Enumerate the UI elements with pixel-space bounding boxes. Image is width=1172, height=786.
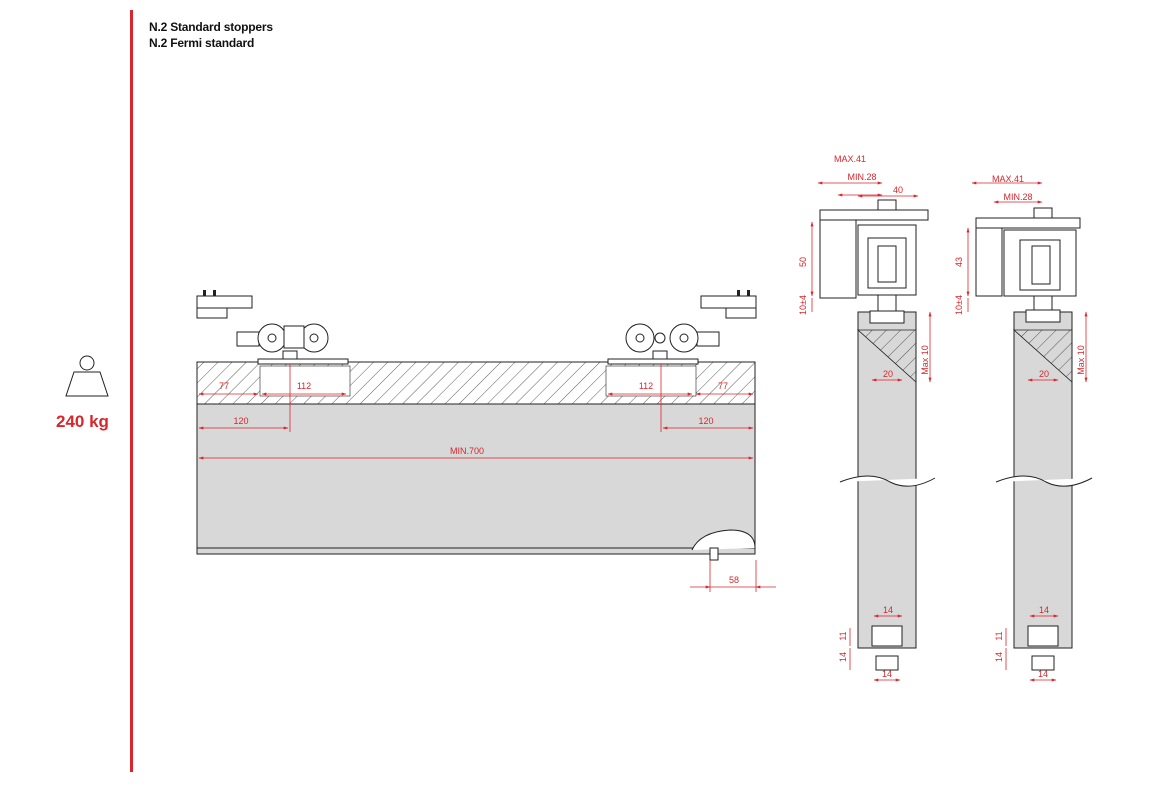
title-english: N.2 Standard stoppers [149, 20, 273, 34]
floor-guide [691, 529, 756, 551]
dim-left-edge: 77 [219, 381, 229, 391]
weight-capacity-label: 240 kg [56, 412, 109, 431]
dim-width-1: 40 [893, 185, 903, 195]
dim-groove-1: 20 [883, 369, 893, 379]
dim-left-offset: 120 [233, 416, 248, 426]
dim-bottom-base-2: 14 [1038, 669, 1048, 679]
dim-bottom-14-2: 14 [994, 652, 1004, 662]
weight-icon [65, 355, 109, 397]
dim-adjust-1: 10±4 [798, 295, 808, 315]
dim-max-1: MAX.41 [834, 154, 866, 164]
red-divider-line [130, 10, 133, 772]
dim-bottom-top-1: 14 [883, 605, 893, 615]
left-trolley [236, 323, 349, 365]
dim-guide: 58 [729, 575, 739, 585]
dim-bottom-11-2: 11 [994, 631, 1004, 640]
dim-max-depth-2: Max 10 [1076, 345, 1086, 375]
title-italian: N.2 Fermi standard [149, 36, 255, 50]
right-trolley [607, 323, 720, 365]
dim-height-2: 43 [954, 257, 964, 267]
dim-bottom-11-1: 11 [838, 631, 848, 640]
right-stopper [700, 290, 757, 319]
dim-bottom-base-1: 14 [882, 669, 892, 679]
dim-left-trolley: 112 [297, 381, 311, 391]
dim-adjust-2: 10±4 [954, 295, 964, 315]
dim-min-2: MIN.28 [1003, 192, 1032, 202]
dim-min-1: MIN.28 [847, 172, 876, 182]
side-view-2: MAX.41 MIN.28 43 10±4 Max 10 20 14 11 14… [954, 174, 1093, 682]
left-stopper [196, 290, 253, 319]
dim-right-trolley: 112 [639, 381, 653, 391]
dim-right-edge: 77 [718, 381, 728, 391]
dim-door-min: MIN.700 [450, 446, 484, 456]
dim-height-1: 50 [798, 257, 808, 267]
dim-right-offset: 120 [698, 416, 713, 426]
dim-bottom-top-2: 14 [1039, 605, 1049, 615]
side-view-1: MAX.41 MIN.28 40 50 10±4 Max 10 20 14 11… [798, 154, 936, 682]
dim-groove-2: 20 [1039, 369, 1049, 379]
dim-max-depth-1: Max 10 [920, 345, 930, 375]
front-view: 77 112 112 77 120 120 MIN.700 58 [196, 290, 776, 592]
dim-max-2: MAX.41 [992, 174, 1024, 184]
dim-bottom-14-1: 14 [838, 652, 848, 662]
door-panel [196, 403, 756, 555]
